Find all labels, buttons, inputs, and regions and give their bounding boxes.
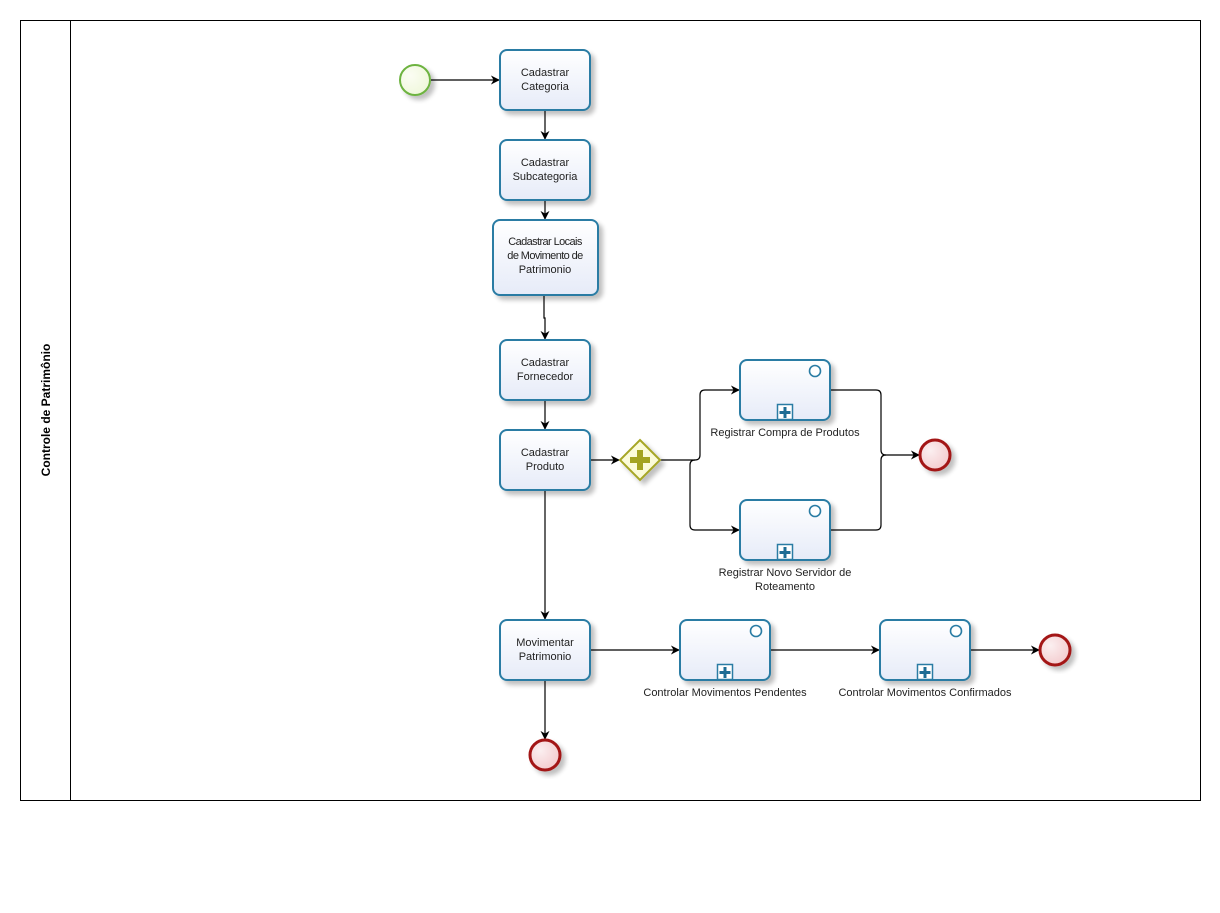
task-cadastrar-subcategoria[interactable]: Cadastrar Subcategoria	[499, 139, 591, 201]
expand-plus-icon[interactable]	[776, 403, 794, 421]
task-box[interactable]	[499, 429, 591, 491]
flow-compra-to-end[interactable]	[830, 389, 920, 460]
expand-plus-icon[interactable]	[776, 543, 794, 561]
start-event-circle[interactable]	[399, 64, 431, 96]
task-cadastrar-categoria[interactable]: Cadastrar Categoria	[499, 49, 591, 111]
task-label: Cadastrar	[521, 157, 570, 169]
pool-border	[20, 20, 1201, 801]
task-box[interactable]	[492, 219, 599, 296]
task-label: Categoria	[521, 81, 570, 93]
flow-gateway-to-servidor[interactable]	[689, 459, 740, 535]
flow-servidor-to-end[interactable]	[830, 454, 887, 531]
task-box[interactable]	[499, 49, 591, 111]
task-label: Patrimonio	[519, 651, 572, 663]
flow-locais-to-fornecedor[interactable]	[540, 295, 550, 340]
end-event-circle[interactable]	[918, 438, 952, 472]
subprocess-label: Registrar Compra de Produtos	[710, 427, 860, 439]
task-cadastrar-fornecedor[interactable]: Cadastrar Fornecedor	[499, 339, 591, 401]
event-marker-icon	[749, 624, 763, 638]
task-label: Patrimonio	[519, 264, 572, 276]
end-event-movimentos[interactable]	[1038, 633, 1072, 667]
plus-icon	[630, 450, 650, 470]
end-event-circle[interactable]	[1038, 633, 1072, 667]
subprocess-registrar-servidor[interactable]: Registrar Novo Servidor de Roteamento	[719, 499, 852, 593]
task-label: Cadastrar	[521, 67, 570, 79]
subprocess-registrar-compra[interactable]: Registrar Compra de Produtos	[710, 359, 860, 439]
parallel-gateway[interactable]	[618, 438, 662, 482]
task-label: Fornecedor	[517, 371, 574, 383]
task-cadastrar-locais[interactable]: Cadastrar Locais de Movimento de Patrimo…	[492, 219, 599, 296]
subprocess-controlar-confirmados[interactable]: Controlar Movimentos Confirmados	[838, 619, 1012, 699]
task-box[interactable]	[499, 339, 591, 401]
pool: Controle de Patrimônio	[20, 20, 1201, 801]
task-label: Cadastrar	[521, 357, 570, 369]
task-label: Subcategoria	[513, 171, 579, 183]
end-event-registro[interactable]	[918, 438, 952, 472]
subprocess-label: Controlar Movimentos Confirmados	[838, 687, 1012, 699]
task-label: Cadastrar Locais	[508, 236, 583, 248]
start-event[interactable]	[399, 64, 431, 96]
end-event-circle[interactable]	[528, 738, 562, 772]
task-cadastrar-produto[interactable]: Cadastrar Produto	[499, 429, 591, 491]
task-label: de Movimento de	[507, 250, 583, 262]
end-event-patrimonio[interactable]	[528, 738, 562, 772]
subprocess-controlar-pendentes[interactable]: Controlar Movimentos Pendentes	[643, 619, 807, 699]
event-marker-icon	[808, 504, 822, 518]
task-label: Cadastrar	[521, 447, 570, 459]
expand-plus-icon[interactable]	[916, 663, 934, 681]
flow-gateway-to-compra[interactable]	[660, 385, 740, 461]
task-box[interactable]	[499, 139, 591, 201]
subprocess-label: Roteamento	[755, 581, 815, 593]
expand-plus-icon[interactable]	[716, 663, 734, 681]
event-marker-icon	[949, 624, 963, 638]
subprocess-label: Controlar Movimentos Pendentes	[643, 687, 807, 699]
sequence-flows	[431, 75, 1040, 740]
task-label: Movimentar	[516, 637, 574, 649]
task-box[interactable]	[499, 619, 591, 681]
lane-label: Controle de Patrimônio	[39, 344, 53, 477]
task-label: Produto	[526, 461, 565, 473]
subprocess-label: Registrar Novo Servidor de	[719, 567, 852, 579]
task-movimentar-patrimonio[interactable]: Movimentar Patrimonio	[499, 619, 591, 681]
event-marker-icon	[808, 364, 822, 378]
